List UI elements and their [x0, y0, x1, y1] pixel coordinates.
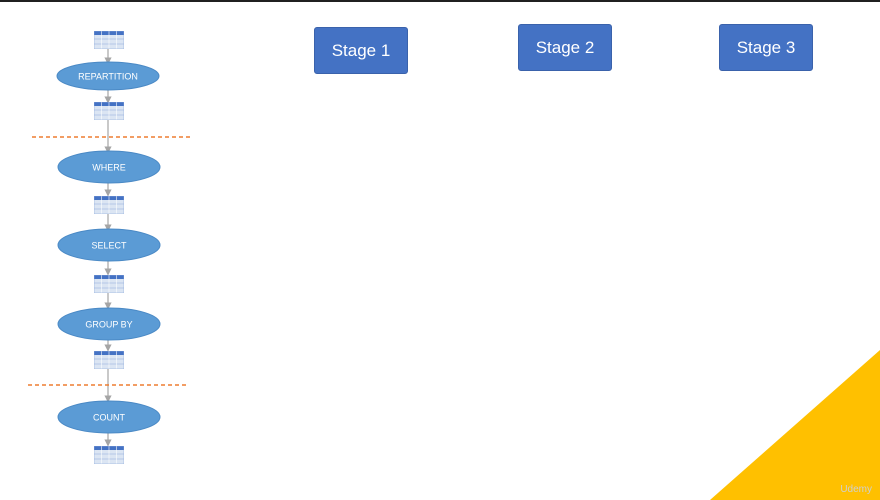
- operation-count: COUNT: [57, 400, 161, 434]
- table-icon: [94, 351, 124, 369]
- corner-accent-triangle: [710, 350, 880, 500]
- operation-label: COUNT: [93, 413, 125, 423]
- table-icon: [94, 31, 124, 49]
- operation-label: GROUP BY: [85, 320, 132, 330]
- top-border: [0, 0, 880, 2]
- operation-repartition: REPARTITION: [56, 61, 160, 91]
- watermark-logo: Udemy: [840, 484, 872, 495]
- stage-1-box: Stage 1: [314, 27, 408, 74]
- table-icon: [94, 102, 124, 120]
- stage-2-box: Stage 2: [518, 24, 612, 71]
- table-icon: [94, 196, 124, 214]
- operation-label: WHERE: [92, 163, 126, 173]
- operation-group-by: GROUP BY: [57, 307, 161, 341]
- operation-where: WHERE: [57, 150, 161, 184]
- stage-3-box: Stage 3: [719, 24, 813, 71]
- table-icon: [94, 275, 124, 293]
- operation-label: SELECT: [91, 241, 127, 251]
- operation-label: REPARTITION: [78, 72, 138, 82]
- operation-select: SELECT: [57, 228, 161, 262]
- table-icon: [94, 446, 124, 464]
- query-flow-diagram: REPARTITION WHERE SELECT GROUP BY COUNT: [28, 31, 191, 464]
